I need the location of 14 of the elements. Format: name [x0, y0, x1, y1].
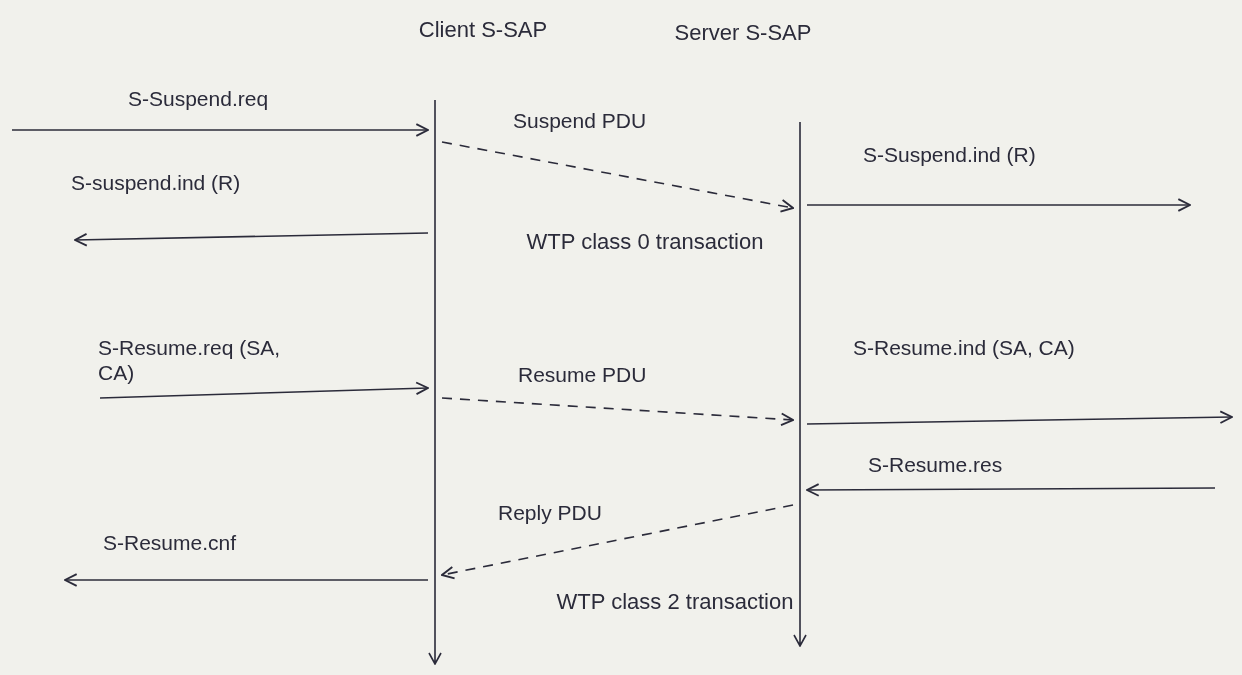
arrow [11, 123, 429, 137]
arrow [99, 381, 429, 399]
arrow [806, 198, 1191, 212]
arrow [441, 504, 794, 580]
arrow [441, 141, 794, 213]
arrow [441, 397, 794, 427]
arrow [74, 232, 429, 247]
transaction-note: WTP class 2 transaction [555, 588, 795, 616]
arrow [806, 410, 1233, 425]
arrow [64, 573, 429, 587]
arrow [806, 483, 1216, 497]
lifeline-heading: Client S-SAP [417, 16, 549, 44]
transaction-note: WTP class 0 transaction [525, 228, 765, 256]
lifeline-heading: Server S-SAP [673, 19, 813, 47]
